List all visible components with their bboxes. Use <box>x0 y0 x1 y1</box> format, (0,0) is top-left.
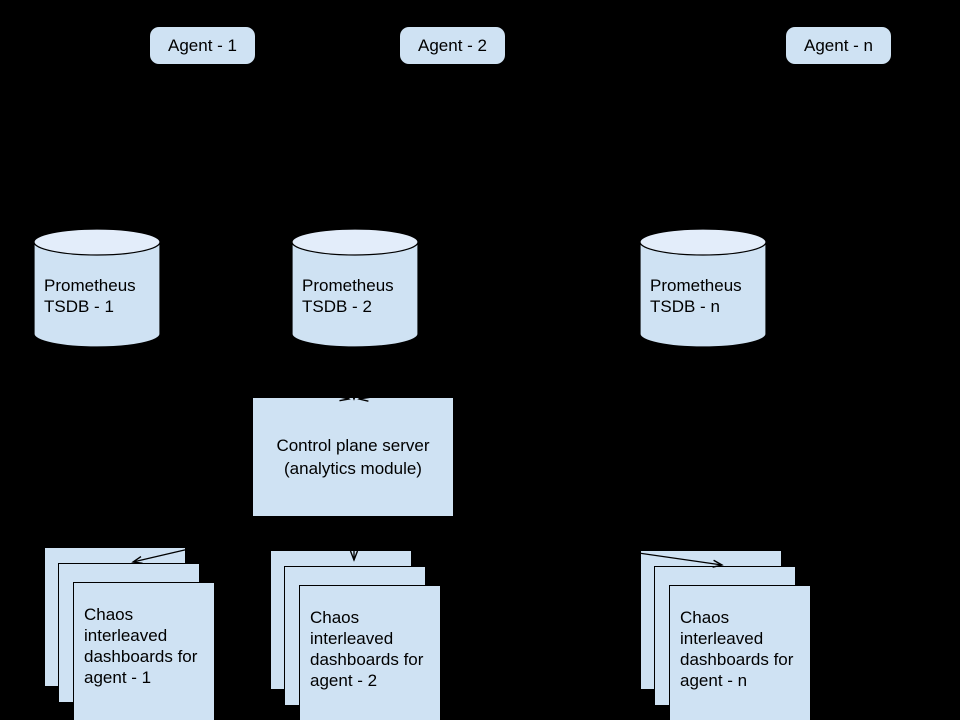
arrow-tsdb-n-to-control-plane <box>359 347 704 399</box>
agent-n-label: Agent - n <box>804 35 873 55</box>
dashboards-stack-2: Chaos interleaved dashboards for agent -… <box>270 550 442 720</box>
arrow-tsdb-1-to-control-plane <box>96 347 349 399</box>
agent-2-label: Agent - 2 <box>418 35 487 55</box>
tsdb-n-cylinder: Prometheus TSDB - n <box>639 228 767 348</box>
cylinder-top <box>639 228 767 256</box>
dashboards-n-label: Chaos interleaved dashboards for agent -… <box>680 608 794 690</box>
tsdb-n-label-line1: Prometheus <box>650 276 742 295</box>
cylinder-top <box>33 228 161 256</box>
stack-card-front: Chaos interleaved dashboards for agent -… <box>73 582 215 720</box>
tsdb-2-label-line1: Prometheus <box>302 276 394 295</box>
agent-1-label: Agent - 1 <box>168 35 237 55</box>
stack-card-front: Chaos interleaved dashboards for agent -… <box>669 585 811 720</box>
tsdb-2-label-line2: TSDB - 2 <box>302 297 372 316</box>
tsdb-1-cylinder: Prometheus TSDB - 1 <box>33 228 161 348</box>
cylinder-body <box>639 241 767 348</box>
control-plane-box: Control plane server (analytics module) <box>253 398 453 516</box>
agent-n-node: Agent - n <box>786 27 891 64</box>
cylinder-body <box>33 241 161 348</box>
dashboards-stack-1: Chaos interleaved dashboards for agent -… <box>44 547 216 720</box>
tsdb-1-label-line1: Prometheus <box>44 276 136 295</box>
dashboards-2-label: Chaos interleaved dashboards for agent -… <box>310 608 424 690</box>
tsdb-2-cylinder: Prometheus TSDB - 2 <box>291 228 419 348</box>
tsdb-n-label-line2: TSDB - n <box>650 297 720 316</box>
tsdb-2-label: Prometheus TSDB - 2 <box>302 275 414 317</box>
tsdb-1-label: Prometheus TSDB - 1 <box>44 275 156 317</box>
cylinder-shape <box>33 228 161 348</box>
cylinder-body <box>291 241 419 348</box>
agent-2-node: Agent - 2 <box>400 27 505 64</box>
agent-1-node: Agent - 1 <box>150 27 255 64</box>
control-plane-label-line2: (analytics module) <box>284 459 422 478</box>
tsdb-n-label: Prometheus TSDB - n <box>650 275 762 317</box>
cylinder-shape <box>291 228 419 348</box>
dashboards-stack-n: Chaos interleaved dashboards for agent -… <box>640 550 812 720</box>
cylinder-shape <box>639 228 767 348</box>
cylinder-top <box>291 228 419 256</box>
dashboards-1-label: Chaos interleaved dashboards for agent -… <box>84 605 198 687</box>
stack-card-front: Chaos interleaved dashboards for agent -… <box>299 585 441 720</box>
control-plane-label-line1: Control plane server <box>276 436 430 455</box>
tsdb-1-label-line2: TSDB - 1 <box>44 297 114 316</box>
